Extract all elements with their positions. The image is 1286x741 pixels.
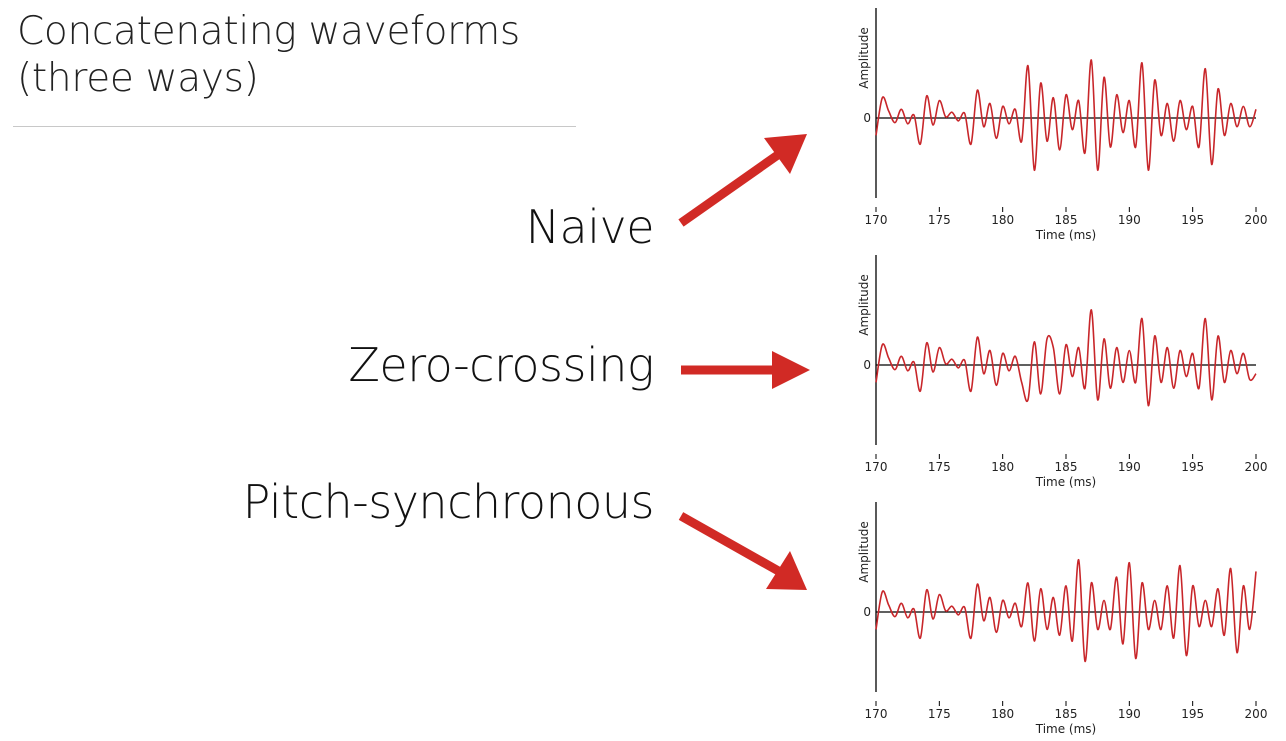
slide-title-line2: (three ways) [17, 56, 259, 101]
arrow-zero-crossing [681, 351, 810, 389]
x-tick-label: 185 [1055, 707, 1078, 721]
x-axis-label: Time (ms) [1035, 475, 1097, 489]
x-tick-label: 195 [1181, 460, 1204, 474]
title-divider [13, 126, 576, 127]
y-axis-label: Amplitude [857, 27, 871, 89]
slide-title-line1: Concatenating waveforms [17, 9, 520, 54]
x-tick-label: 185 [1055, 460, 1078, 474]
x-tick-label: 175 [928, 707, 951, 721]
x-tick-label: 170 [865, 460, 888, 474]
waveform-series-line [875, 558, 1257, 663]
x-tick-label: 180 [991, 213, 1014, 227]
slide-title: Concatenating waveforms (three ways) [17, 8, 520, 102]
x-tick-label: 200 [1245, 213, 1268, 227]
x-tick-label: 190 [1118, 460, 1141, 474]
y-axis-label: Amplitude [857, 274, 871, 336]
waveform-series-line [875, 309, 1257, 407]
x-axis-label: Time (ms) [1035, 228, 1097, 242]
y-axis-label: Amplitude [857, 521, 871, 583]
arrow-pitch-synchronous [678, 512, 807, 590]
x-tick-label: 170 [865, 707, 888, 721]
waveform-series-line [875, 59, 1257, 172]
y-tick-label: 0 [863, 358, 871, 372]
method-label-pitch-synchronous: Pitch-synchronous [242, 475, 655, 529]
x-tick-label: 175 [928, 213, 951, 227]
arrow-naive [678, 134, 807, 227]
x-tick-label: 190 [1118, 213, 1141, 227]
x-tick-label: 185 [1055, 213, 1078, 227]
x-axis-label: Time (ms) [1035, 722, 1097, 736]
x-tick-label: 195 [1181, 213, 1204, 227]
y-tick-label: 0 [863, 605, 871, 619]
x-tick-label: 175 [928, 460, 951, 474]
x-tick-label: 200 [1245, 460, 1268, 474]
x-tick-label: 195 [1181, 707, 1204, 721]
x-tick-label: 180 [991, 707, 1014, 721]
y-tick-label: 0 [863, 111, 871, 125]
x-tick-label: 170 [865, 213, 888, 227]
method-label-zero-crossing: Zero-crossing [348, 338, 654, 392]
x-tick-label: 200 [1245, 707, 1268, 721]
method-label-naive: Naive [525, 200, 655, 254]
x-tick-label: 190 [1118, 707, 1141, 721]
x-tick-label: 180 [991, 460, 1014, 474]
